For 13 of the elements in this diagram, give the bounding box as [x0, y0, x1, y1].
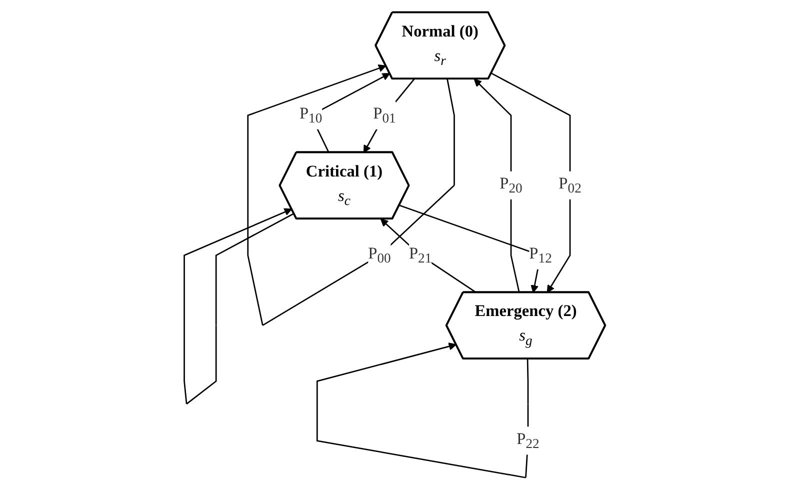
edge-label: P$_{12}$	[529, 243, 552, 266]
arrow	[380, 218, 477, 293]
edge-label: P$_{21}$	[409, 243, 432, 266]
arrow	[491, 72, 571, 292]
edge-label: P$_{10}$	[300, 104, 322, 126]
arrow	[184, 208, 295, 404]
edge-label: P$_{00}$	[368, 243, 392, 266]
arrow	[364, 78, 416, 153]
edge-label: P$_{22}$	[516, 428, 540, 452]
edge-label: P$_{01}$	[373, 104, 396, 126]
edge-label: P$_{02}$	[558, 173, 582, 196]
edge-label: P$_{20}$	[500, 173, 523, 196]
arrow	[248, 64, 456, 326]
